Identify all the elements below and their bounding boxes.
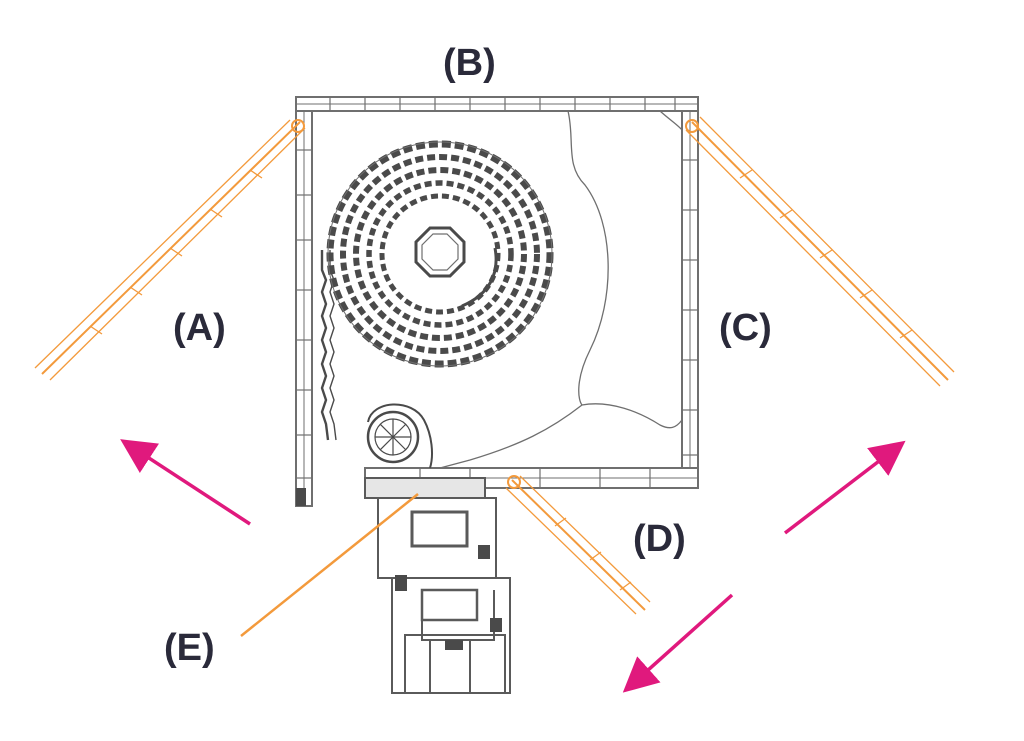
orange-panels [34,116,955,637]
pulley [366,403,433,469]
arrow-upper-left [120,439,251,526]
label-e: (E) [164,627,215,669]
window-frame-profile [364,477,511,694]
panel-a-open [34,119,306,381]
direction-arrows [120,439,906,693]
arrow-upper-right [783,440,906,535]
top-panel-ribs [329,97,676,111]
label-a: (A) [173,307,226,349]
panel-d-open [505,475,651,615]
label-d: (D) [633,518,686,560]
leader-line-e [240,493,419,637]
panel-c-open [685,116,955,387]
slat-roll [326,140,554,368]
arrow-lower-left [622,593,734,693]
octagon-axle [414,226,466,278]
label-c: (C) [719,307,772,349]
insulation-line [439,110,609,469]
label-b: (B) [443,42,496,84]
left-wall-ribs [296,149,312,479]
right-wall-ribs [682,159,698,456]
